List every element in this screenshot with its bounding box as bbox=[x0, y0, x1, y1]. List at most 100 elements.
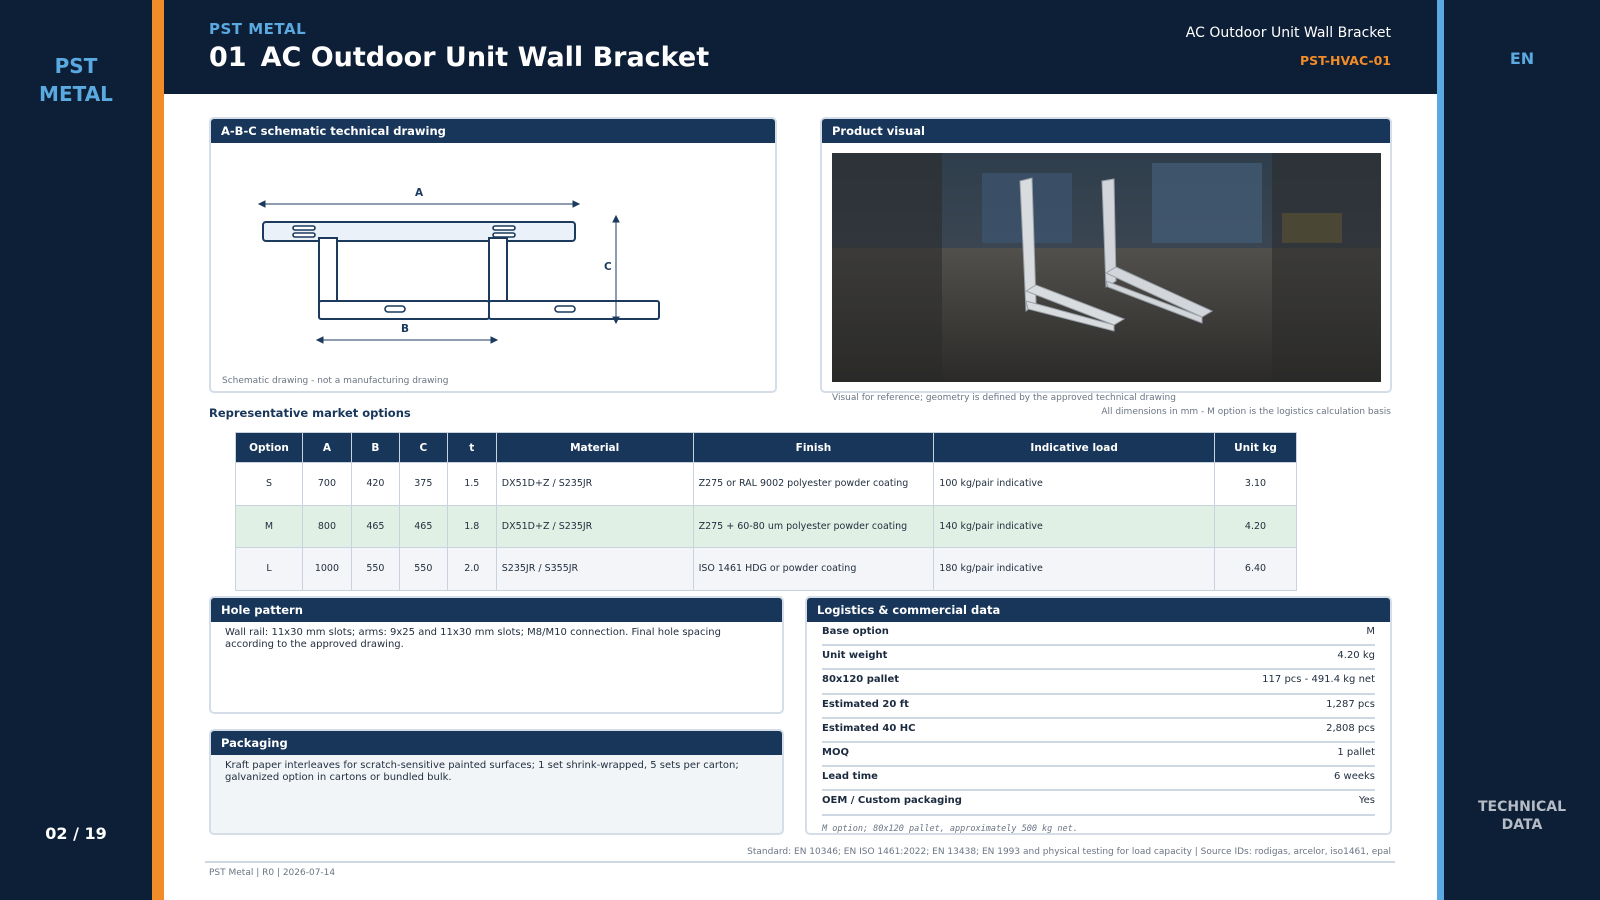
dimension-label-c: C bbox=[604, 261, 612, 273]
arrow-icon bbox=[612, 316, 620, 325]
logistics-value: 2,808 pcs bbox=[1326, 722, 1375, 734]
table-cell: M bbox=[235, 504, 303, 548]
logistics-panel: Logistics & commercial data Base option … bbox=[805, 596, 1392, 835]
product-visual-panel: Product visual bbox=[820, 117, 1392, 393]
packaging-title: Packaging bbox=[211, 731, 782, 755]
packaging-text: Kraft paper interleaves for scratch-sens… bbox=[225, 760, 739, 783]
product-visual-title: Product visual bbox=[822, 119, 1390, 143]
footer-divider bbox=[205, 861, 1395, 863]
table-cell: 1.8 bbox=[446, 504, 497, 548]
logistics-row: Lead time 6 weeks bbox=[822, 767, 1375, 792]
logistics-value: 4.20 kg bbox=[1337, 650, 1375, 662]
hole-pattern-text: Wall rail: 11x30 mm slots; arms: 9x25 an… bbox=[225, 627, 721, 650]
table-cell: 1.5 bbox=[446, 462, 497, 506]
wall-rail-shape bbox=[262, 221, 576, 242]
table-cell: 180 kg/pair indicative bbox=[933, 547, 1215, 591]
section-label-line2: DATA bbox=[1501, 817, 1543, 833]
product-title: AC Outdoor Unit Wall Bracket bbox=[260, 42, 710, 73]
table-cell: 800 bbox=[301, 504, 352, 548]
options-title: Representative market options bbox=[209, 406, 411, 420]
datasheet-page: PST METAL 01 AC Outdoor Unit Wall Bracket… bbox=[164, 0, 1437, 900]
table-cell: 465 bbox=[398, 504, 448, 548]
logistics-label: Base option bbox=[822, 626, 889, 637]
schematic-drawing-panel: A-B-C schematic technical drawing bbox=[209, 117, 777, 393]
column-header: Unit kg bbox=[1214, 432, 1297, 463]
logistics-row: Estimated 20 ft 1,287 pcs bbox=[822, 695, 1375, 719]
schematic-drawing: A B C bbox=[257, 187, 660, 344]
section-label-line1: TECHNICAL bbox=[1477, 799, 1567, 815]
column-header: C bbox=[398, 432, 448, 463]
packaging-panel: Packaging Kraft paper interleaves for sc… bbox=[209, 729, 784, 835]
visual-caption: Visual for reference; geometry is define… bbox=[832, 393, 1176, 403]
bracket-right-icon bbox=[1101, 178, 1214, 324]
arrow-icon bbox=[572, 200, 581, 208]
table-cell: 420 bbox=[350, 462, 400, 506]
slot-icon bbox=[492, 232, 516, 238]
arm-post-left bbox=[318, 237, 338, 303]
table-header-row: Option A B C t Material Finish Indicativ… bbox=[235, 432, 1297, 463]
table-cell: 3.10 bbox=[1214, 462, 1297, 506]
arrow-icon bbox=[490, 336, 499, 344]
right-sidebar bbox=[1444, 0, 1600, 900]
table-cell: 1000 bbox=[301, 547, 352, 591]
logistics-row: OEM / Custom packaging Yes bbox=[822, 791, 1375, 816]
column-header: Option bbox=[235, 432, 303, 463]
column-header: Indicative load bbox=[933, 432, 1215, 463]
bracket-left-icon bbox=[1019, 177, 1126, 332]
logistics-row: Unit weight 4.20 kg bbox=[822, 646, 1375, 671]
brand-name: PST METAL bbox=[209, 20, 307, 38]
logistics-row: Estimated 40 HC 2,808 pcs bbox=[822, 719, 1375, 743]
hole-pattern-title: Hole pattern bbox=[211, 598, 782, 622]
arrow-icon bbox=[315, 336, 324, 344]
column-header: B bbox=[350, 432, 400, 463]
language-switch[interactable]: EN bbox=[1509, 49, 1535, 68]
table-cell: 6.40 bbox=[1214, 547, 1297, 591]
page-title: 01 AC Outdoor Unit Wall Bracket bbox=[209, 42, 709, 73]
product-number: 01 bbox=[209, 42, 247, 73]
arrow-icon bbox=[257, 200, 266, 208]
table-cell: ISO 1461 HDG or powder coating bbox=[692, 547, 935, 591]
brand-logo-line1: PST bbox=[54, 54, 98, 78]
column-header: A bbox=[301, 432, 352, 463]
schematic-drawing-title: A-B-C schematic technical drawing bbox=[211, 119, 775, 143]
page-header: PST METAL 01 AC Outdoor Unit Wall Bracket… bbox=[164, 0, 1437, 94]
brand-logo-line2: METAL bbox=[39, 82, 113, 106]
table-cell: 375 bbox=[398, 462, 448, 506]
column-header: Finish bbox=[692, 432, 935, 463]
logistics-title: Logistics & commercial data bbox=[807, 598, 1390, 622]
slot-icon bbox=[492, 225, 516, 231]
table-cell: 140 kg/pair indicative bbox=[933, 504, 1215, 548]
logistics-row: MOQ 1 pallet bbox=[822, 743, 1375, 768]
table-row-option-m: M 800 465 465 1.8 DX51D+Z / S235JR Z275 … bbox=[235, 504, 1297, 548]
table-row-option-l: L 1000 550 550 2.0 S235JR / S355JR ISO 1… bbox=[235, 547, 1297, 591]
table-cell: S235JR / S355JR bbox=[495, 547, 694, 591]
orange-accent-bar bbox=[152, 0, 164, 900]
product-code: PST-HVAC-01 bbox=[1299, 53, 1391, 68]
table-cell: Z275 + 60-80 um polyester powder coating bbox=[692, 504, 935, 548]
logistics-value: 6 weeks bbox=[1333, 771, 1375, 783]
logistics-label: Lead time bbox=[822, 771, 878, 783]
options-table: Option A B C t Material Finish Indicativ… bbox=[235, 432, 1297, 591]
slot-icon bbox=[292, 232, 316, 238]
dimension-label-a: A bbox=[415, 187, 424, 199]
column-header: t bbox=[446, 432, 497, 463]
logistics-label: 80x120 pallet bbox=[822, 674, 900, 686]
table-cell: 550 bbox=[350, 547, 400, 591]
header-product-name: AC Outdoor Unit Wall Bracket bbox=[1185, 25, 1391, 41]
logistics-value: M bbox=[1366, 626, 1375, 637]
arrow-icon bbox=[612, 214, 620, 223]
slot-icon bbox=[292, 225, 316, 231]
brand-logo: PST METAL bbox=[0, 52, 152, 108]
logistics-label: Estimated 20 ft bbox=[822, 698, 909, 710]
section-label: TECHNICAL DATA bbox=[1444, 798, 1600, 834]
arm-post-right bbox=[488, 237, 508, 303]
dimension-label-b: B bbox=[401, 323, 409, 335]
left-sidebar: PST METAL 02 / 19 bbox=[0, 0, 152, 900]
logistics-value: 1 pallet bbox=[1337, 746, 1375, 758]
footer-meta: PST Metal | R0 | 2026-07-14 bbox=[209, 868, 336, 878]
table-row-option-s: S 700 420 375 1.5 DX51D+Z / S235JR Z275 … bbox=[235, 462, 1297, 506]
table-cell: S bbox=[235, 462, 303, 506]
logistics-row: Base option M bbox=[822, 622, 1375, 647]
logistics-label: MOQ bbox=[822, 746, 849, 758]
column-header: Material bbox=[495, 432, 694, 463]
